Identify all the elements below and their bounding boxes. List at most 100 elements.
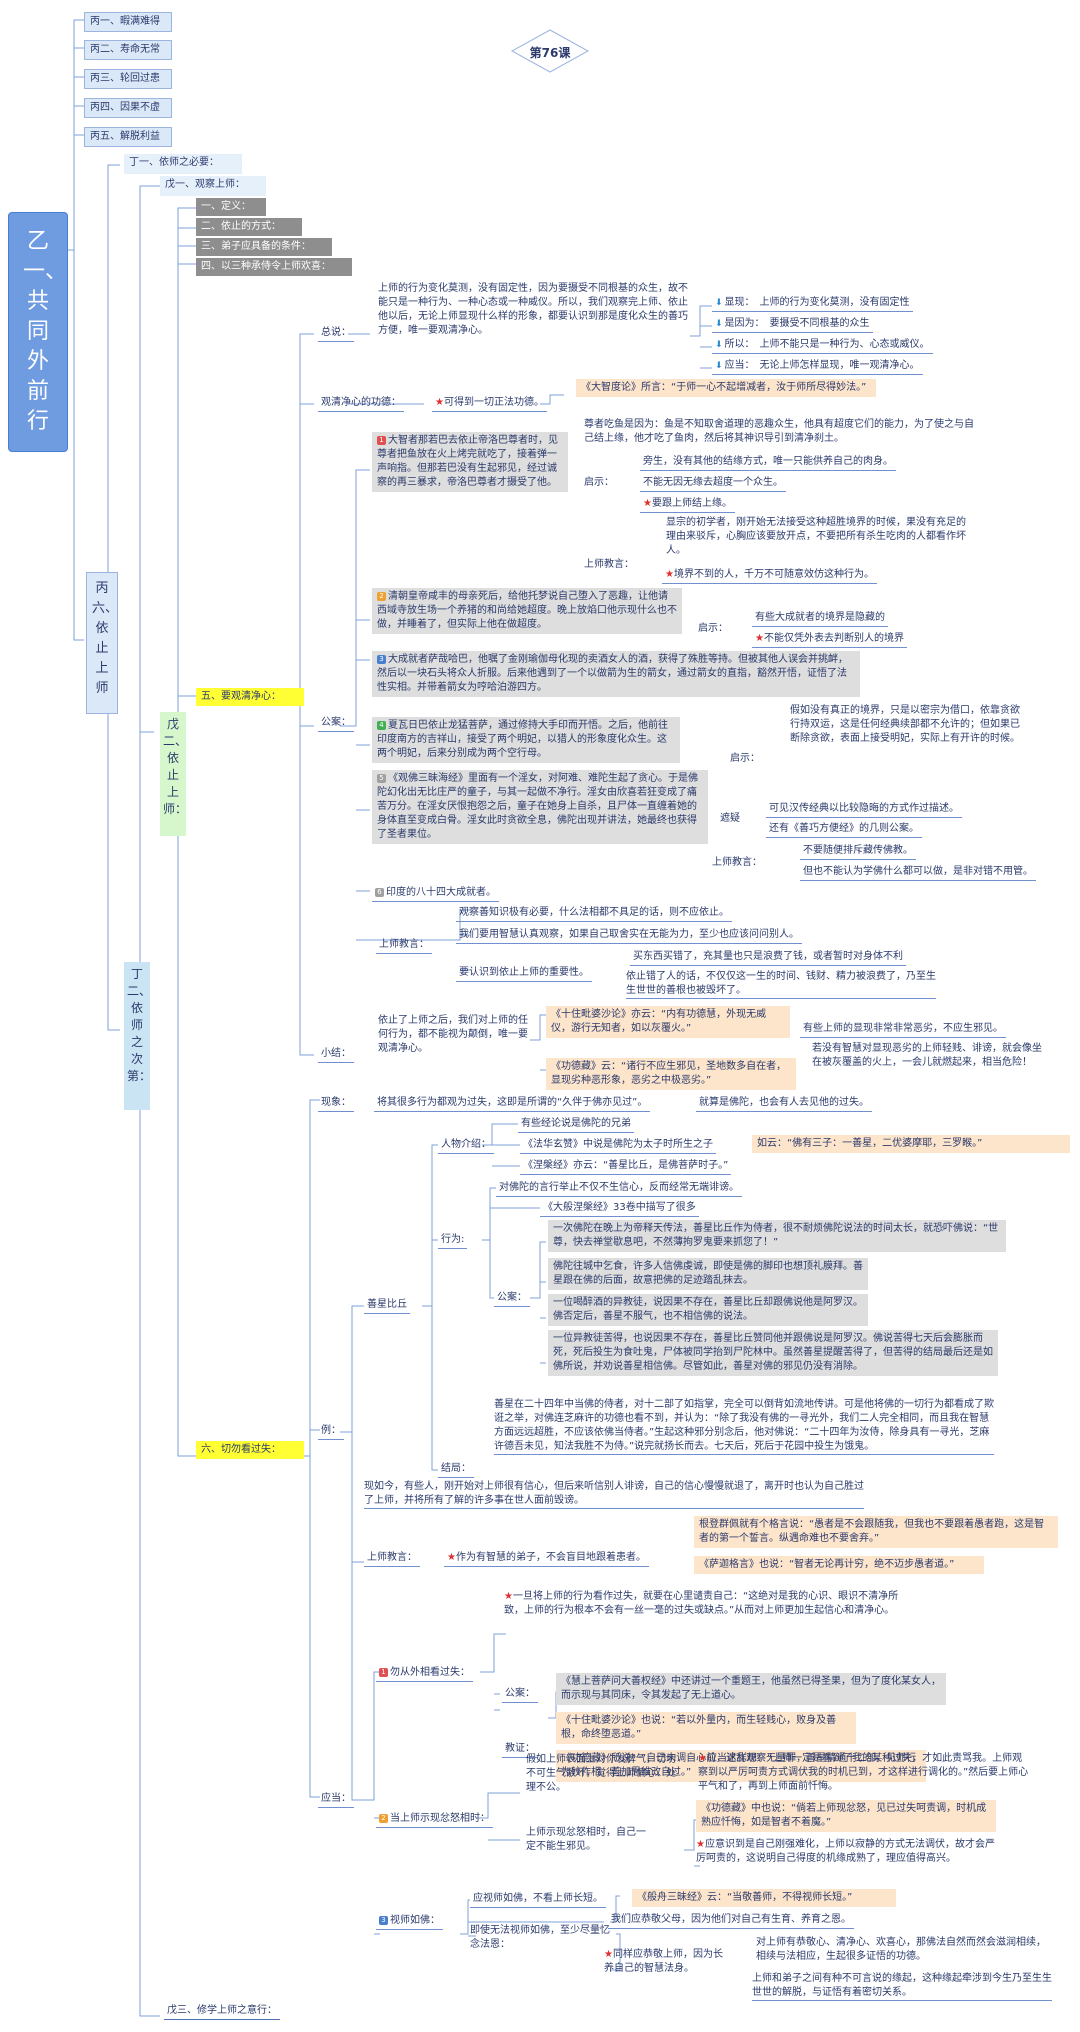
case-2-qishi-1: 有些大成就者的境界是隐藏的 [752,611,888,627]
d1-text: ★一旦将上师的行为看作过失，就要在心里谴责自己：“这绝对是我的心识、眼识不清净所… [504,1591,899,1616]
gongan2-label: 公案： [494,1291,530,1307]
d2-n: ★应意识到是自己刚强难化，上师以寂静的方式无法调伏，故才会严厉呵责的，这说明自己… [696,1839,995,1864]
d3-b2a: 对上师有恭敬心、清净心、欢喜心，那佛法自然而然会滋润相续，相续与法相应，生起很多… [756,1937,1046,1962]
xiaojie-quote-2: 《功德藏》云：“诸行不应生邪见，圣地数多自在者，显现劣种恶形象，恶劣之中极恶劣。… [546,1058,796,1090]
bing6-node[interactable]: 丙六、依止上师 [86,572,118,714]
gongan2-2: 佛陀往城中乞食，许多人信佛虔诚，即使是佛的脚印也想顶礼膜拜。善星跟在佛的后面，故… [548,1258,868,1290]
bing6-label: 丙六、依止上师 [92,581,119,696]
ding1-node[interactable]: 丁一、依师之必要： [124,154,242,174]
number-4-icon: 4 [377,720,386,730]
case-1-note: 尊者吃鱼是因为：鱼是不知取舍道理的恶趣众生，他具有超度它们的能力，为了使之与自己… [584,419,974,444]
sub-item-1[interactable]: 一、定义： [196,198,266,216]
sub-item-3[interactable]: 三、弟子应具备的条件： [196,238,332,256]
down-arrow-icon: ⬇ [715,298,723,308]
zhepi-1: 可见汉传经典以比较隐晦的方式作过描述。 [766,802,962,818]
xiaojie-label: 小结： [318,1047,354,1063]
topic-item-1[interactable]: 丙一、暇满难得 [84,12,172,32]
star-icon: ★ [604,1949,613,1960]
star-icon: ★ [698,1753,707,1764]
case-1-qishi-2: 不能无因无缘去超度一个众生。 [640,476,786,492]
zongshuo-item-1: ⬇显现： 上师的行为变化莫测，没有固定性 [712,296,913,312]
jieju-label: 结局： [438,1462,474,1478]
shanxing-label: 善星比丘 [364,1298,410,1314]
case-5-jiaoyan-1: 不要随便排斥藏传佛教。 [800,844,916,860]
s6-jiaoyan-text: ★作为有智慧的弟子，不会盲目地跟着患者。 [444,1551,649,1567]
gongan-label: 公案： [318,716,354,732]
case-5: 5《观佛三昧海经》里面有一个淫女，对阿难、难陀生起了贪心。于是佛陀幻化出无比庄严… [372,770,708,844]
root-label: 乙一、共同外前行 [23,229,68,434]
star-icon: ★ [435,397,444,408]
lesson-title: 第76课 [510,28,590,74]
zhepi-label: 遮疑 [720,813,740,824]
xianxiang-text: 将其很多行为都观为过失，这即是所谓的“久伴于佛亦见过”。 [374,1096,651,1112]
xingwei-1: 对佛陀的言行举止不仅不生信心，反而经常无端诽谤。 [496,1181,742,1197]
number-5-icon: 5 [377,773,386,783]
case-45-qishi-label: 启示： [730,753,760,764]
wu3-node[interactable]: 戊三、修学上师之意行： [164,2004,280,2020]
xingwei-2: 《大般涅槃经》33卷中描写了很多 [540,1201,699,1217]
topic-item-5[interactable]: 丙五、解脱利益 [84,127,172,147]
s5-jiaoyan-3: 要认识到依止上师的重要性。 [456,966,592,982]
down-arrow-icon: ⬇ [715,361,723,371]
case-1-jiaoyan-2: ★境界不到的人，千万不可随意效仿这种行为。 [662,568,877,584]
d2-note: ★应当这样想：“上师一定是看到了我的某种过失，才如此责骂我。上师观察到以严厉呵责… [698,1753,1029,1792]
renwu-2: 《法华玄赞》中说是佛陀为太子时所生之子 [520,1138,716,1154]
gongde-label: 观清净心的功德： [318,396,404,412]
case-1-qishi-3: ★要跟上师结上缘。 [640,497,735,513]
topic-item-2[interactable]: 丙二、寿命无常 [84,40,172,60]
wu1-node[interactable]: 戊一、观察上师： [160,176,266,196]
topic-item-4[interactable]: 丙四、因果不虚 [84,98,172,118]
case-1-qishi-label: 启示： [584,477,614,488]
down-arrow-icon: ⬇ [715,340,723,350]
case-1-jiaoyan-label: 上师教言： [584,559,634,570]
lesson-title-text: 第76课 [529,46,571,60]
xiaojie-quote-1: 《十住毗婆沙论》亦云：“内有功德慧，外现无威仪，游行无知者，如以灰覆火。” [546,1006,790,1038]
gongan2-4: 一位异教徒苦得，也说因果不存在，善星比丘赞同他并跟佛说是阿罗汉。佛说苦得七天后会… [548,1330,998,1376]
d2-b: 上师示现忿怒相时，自己一定不能生邪见。 [526,1827,646,1852]
star-icon: ★ [696,1839,705,1850]
zongshuo-item-3: ⬇所以： 上师不能只是一种行为、心态或威仪。 [712,338,933,354]
zongshuo-text: 上师的行为变化莫测，没有固定性，因为要摄受不同根基的众生，故不能只是一种行为、一… [378,283,688,336]
gongde-quote: 《大智度论》所言：“于师一心不起增减者，汝于师所尽得妙法。” [576,379,876,397]
sub-item-4[interactable]: 四、以三种承侍令上师欢喜： [196,258,352,276]
li-label: 例： [318,1424,344,1440]
star-icon: ★ [755,633,764,644]
s5-jiaoyan-3a: 买东西买错了，充其量也只是浪费了钱，或者暂时对身体不利 [630,950,906,966]
case-1-jiaoyan-1: 显宗的初学者，刚开始无法接受这种超胜境界的时候，果没有充足的理由来驳斥，心胸应该… [666,517,966,556]
number-3-icon: 3 [377,654,386,664]
s5-jiaoyan-1: 观察善知识极有必要，什么法相都不具足的话，则不应依止。 [456,906,732,922]
xingwei-label: 行为: [438,1233,468,1249]
root-node[interactable]: 乙一、共同外前行 [8,212,68,452]
case-5-jiaoyan-label: 上师教言： [712,857,762,868]
case-2-qishi-2: ★不能仅凭外表去判断别人的境界 [752,632,907,648]
d3-b2: ★同样应恭敬上师，因为长养自己的智慧法身。 [604,1949,723,1974]
gongde-text: ★可得到一切正法功德。 [432,396,547,412]
star-icon: ★ [665,569,674,580]
d1-gongan: 《慧上菩萨问大善权经》中还讲过一个重题王，他虽然已得圣果，但为了度化某女人，而示… [556,1673,946,1705]
xianxiang-note: 就算是佛陀，也会有人去见他的过失。 [696,1096,872,1112]
s5-jiaoyan-2: 我们要用智慧认真观察，如果自己取舍实在无能为力，至少也应该问问别人。 [456,928,802,944]
renwu-2-quote: 如云：“佛有三子：一善星，二优婆摩耶，三罗睺。” [752,1135,1070,1153]
down-arrow-icon: ⬇ [715,319,723,329]
section-six[interactable]: 六、切勿看过失： [196,1441,304,1459]
d2-text: 假如上师表面上对你发脾气，切切不可生气散坏，觉得上师偏心、处理不公。 [526,1754,676,1793]
ding2-node[interactable]: 丁二、依师之次第： [124,962,151,1110]
sub-item-2[interactable]: 二、依止的方式： [196,218,302,236]
s6-jiaoyan-quote-2: 《萨迦格言》也说：“智者无论再计穷，绝不迈步愚者道。” [694,1556,984,1574]
wu2-node[interactable]: 戊二、依止上师： [160,712,188,836]
topic-item-3[interactable]: 丙三、轮回过患 [84,69,172,89]
star-icon: ★ [504,1591,513,1602]
xiaojie-quote-2-note: 若没有智慧对显现恶劣的上师轻贱、诽谤，就会像坐在被灰覆盖的火上，一会儿就燃起来，… [812,1043,1042,1068]
yingdang-label: 应当： [318,1792,354,1808]
section-five[interactable]: 五、要观清净心： [196,688,304,706]
s5-jiaoyan-label: 上师教言： [376,938,432,954]
number-3-icon: 3 [379,1915,388,1925]
renwu-1: 有些经论说是佛陀的兄弟 [518,1117,634,1133]
xianxiang-label: 现象： [318,1096,354,1112]
wu2-label: 戊二、依止上师： [163,717,188,816]
